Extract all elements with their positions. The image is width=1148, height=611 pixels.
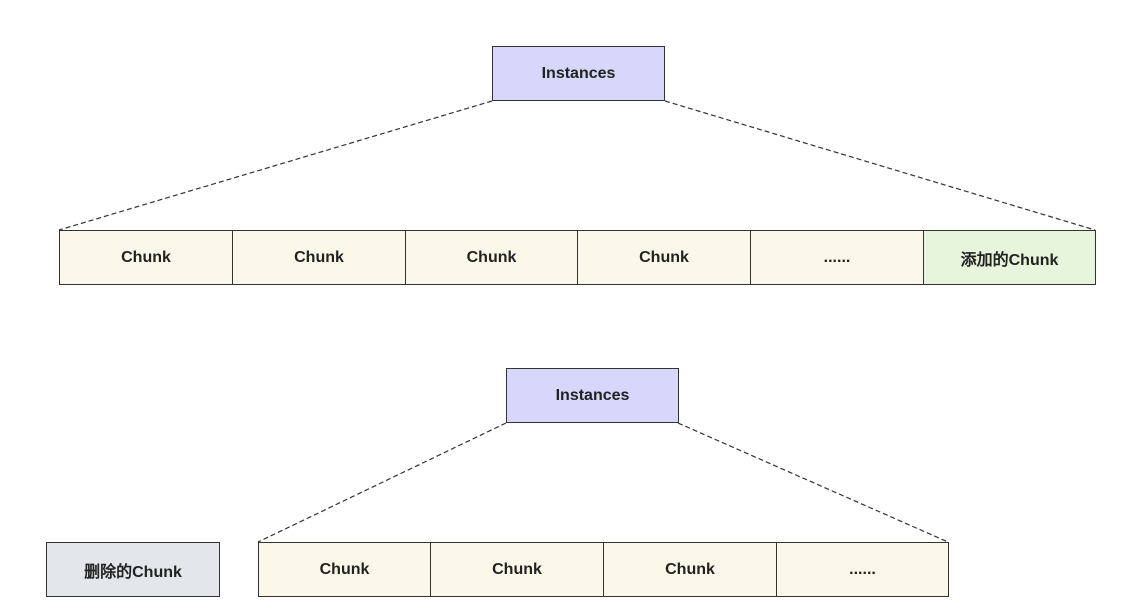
top-chunk-1: Chunk xyxy=(59,230,233,285)
bottom-chunk-2: Chunk xyxy=(430,542,604,597)
top-chunk-4: Chunk xyxy=(577,230,751,285)
bottom-left-connector xyxy=(257,422,507,543)
top-instances-box: Instances xyxy=(492,46,665,101)
deleted-chunk: 删除的Chunk xyxy=(46,542,220,597)
bottom-instances-box: Instances xyxy=(506,368,679,423)
bottom-right-connector xyxy=(677,422,949,543)
top-right-connector xyxy=(664,100,1096,231)
top-chunk-ellipsis: ...... xyxy=(750,230,924,285)
top-added-chunk: 添加的Chunk xyxy=(923,230,1096,285)
top-left-connector xyxy=(58,100,493,231)
bottom-chunk-3: Chunk xyxy=(603,542,777,597)
bottom-chunk-1: Chunk xyxy=(258,542,431,597)
top-chunk-3: Chunk xyxy=(405,230,578,285)
bottom-chunk-ellipsis: ...... xyxy=(776,542,949,597)
top-chunk-2: Chunk xyxy=(232,230,406,285)
